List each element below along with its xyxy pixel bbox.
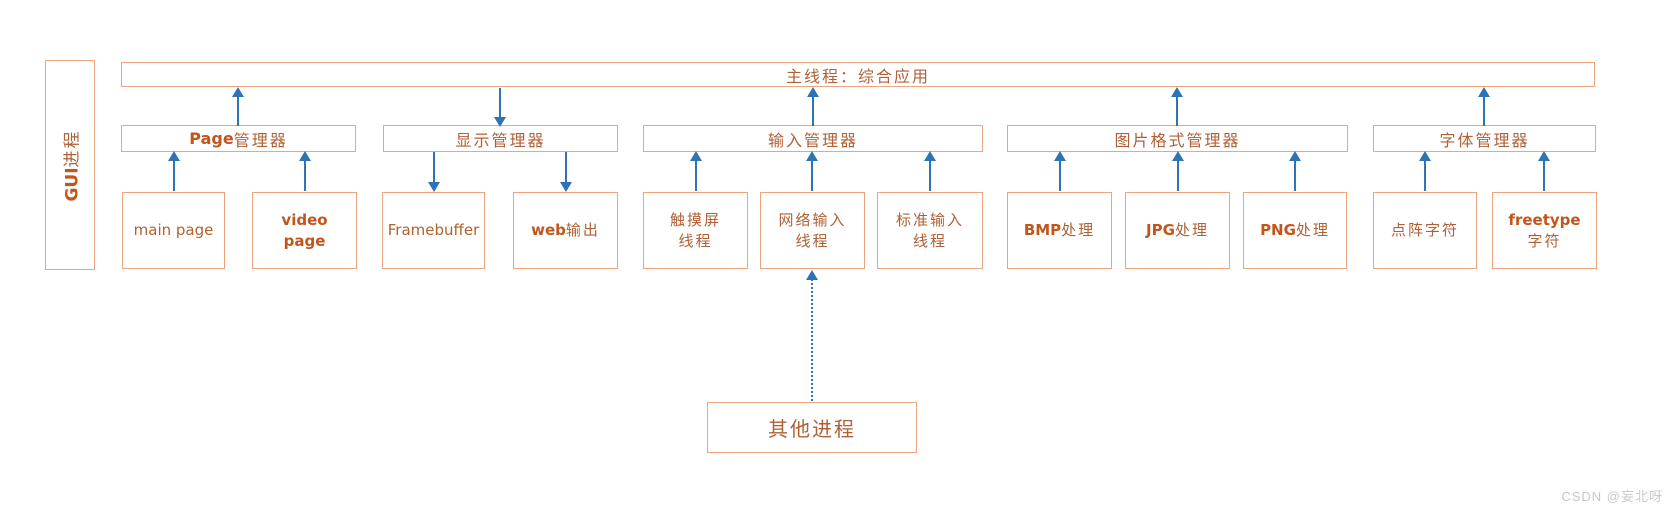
gui-process-label: GUI进程 — [58, 129, 83, 201]
arrow-display-manager-to-framebuffer — [428, 152, 440, 192]
box-video-page: video page — [252, 192, 357, 269]
arrow-font-manager-to-main-thread — [1478, 87, 1490, 126]
box-bmp-handler: BMP处理 — [1007, 192, 1112, 269]
touchscreen-thread-label-line2: 线程 — [678, 231, 713, 250]
arrow-png-to-image-manager — [1289, 151, 1301, 191]
arrow-video-page-to-page-manager — [299, 151, 311, 191]
arrow-bitmap-font-to-font-manager — [1419, 151, 1431, 191]
main-thread-label: 主线程：综合应用 — [785, 66, 930, 86]
png-label-en: PNG — [1260, 221, 1296, 239]
web-output-label-cn: 输出 — [565, 221, 600, 239]
arrow-input-manager-to-main-thread — [807, 87, 819, 126]
other-process-box: 其他进程 — [707, 402, 917, 453]
page-manager-label-cn: 管理器 — [233, 130, 288, 150]
network-input-thread-label-line1: 网络输入 — [778, 210, 847, 229]
arrow-image-manager-to-main-thread — [1171, 87, 1183, 126]
freetype-font-label-line1: freetype — [1508, 210, 1581, 229]
arrow-main-thread-to-display-manager — [494, 88, 506, 127]
jpg-label-cn: 处理 — [1174, 221, 1209, 239]
image-format-manager-label: 图片格式管理器 — [1114, 130, 1241, 150]
stdin-thread-label-line2: 线程 — [912, 231, 947, 250]
box-web-output: web输出 — [513, 192, 618, 269]
box-stdin-thread: 标准输入 线程 — [877, 192, 983, 269]
stdin-thread-label-line1: 标准输入 — [895, 210, 964, 229]
png-label-cn: 处理 — [1295, 221, 1330, 239]
font-manager-box: 字体管理器 — [1373, 125, 1596, 152]
box-jpg-handler: JPG处理 — [1125, 192, 1230, 269]
box-png-handler: PNG处理 — [1243, 192, 1347, 269]
box-touchscreen-thread: 触摸屏 线程 — [643, 192, 748, 269]
framebuffer-label: Framebuffer — [387, 221, 480, 239]
bmp-label-en: BMP — [1023, 221, 1062, 239]
font-manager-label: 字体管理器 — [1439, 130, 1530, 150]
box-main-page: main page — [122, 192, 225, 269]
arrow-stdin-to-input-manager — [924, 151, 936, 191]
input-manager-box: 输入管理器 — [643, 125, 983, 152]
gui-process-label-en: GUI — [62, 166, 83, 202]
arrow-bmp-to-image-manager — [1054, 151, 1066, 191]
main-thread-bar: 主线程：综合应用 — [121, 62, 1595, 87]
image-format-manager-box: 图片格式管理器 — [1007, 125, 1348, 152]
display-manager-label: 显示管理器 — [455, 130, 546, 150]
arrow-other-process-to-network-input — [806, 270, 818, 401]
web-output-label-en: web — [531, 221, 566, 239]
freetype-font-label-line2: 字符 — [1527, 231, 1562, 250]
main-page-label: main page — [133, 221, 214, 239]
arrow-freetype-to-font-manager — [1538, 151, 1550, 191]
display-manager-box: 显示管理器 — [383, 125, 618, 152]
bitmap-font-label: 点阵字符 — [1390, 221, 1459, 239]
arrow-main-page-to-page-manager — [168, 151, 180, 191]
video-page-label-line2: page — [283, 231, 326, 250]
arrow-network-input-to-input-manager — [806, 151, 818, 191]
touchscreen-thread-label-line1: 触摸屏 — [669, 210, 721, 229]
arrow-jpg-to-image-manager — [1172, 151, 1184, 191]
watermark: CSDN @妄北呀 — [1561, 489, 1663, 504]
box-network-input-thread: 网络输入 线程 — [760, 192, 865, 269]
box-freetype-font: freetype 字符 — [1492, 192, 1597, 269]
jpg-label-en: JPG — [1146, 221, 1175, 239]
input-manager-label: 输入管理器 — [767, 130, 858, 150]
bmp-label-cn: 处理 — [1061, 221, 1096, 239]
arrow-page-manager-to-main-thread — [232, 87, 244, 126]
box-bitmap-font: 点阵字符 — [1373, 192, 1477, 269]
arrow-display-manager-to-web-output — [560, 152, 572, 192]
other-process-label: 其他进程 — [768, 417, 856, 441]
network-input-thread-label-line2: 线程 — [795, 231, 830, 250]
arrow-touchscreen-to-input-manager — [690, 151, 702, 191]
video-page-label-line1: video — [281, 210, 328, 229]
page-manager-label-en: Page — [189, 129, 234, 148]
gui-process-label-cn: 进程 — [62, 128, 83, 167]
box-framebuffer: Framebuffer — [382, 192, 485, 269]
gui-process-box: GUI进程 — [45, 60, 95, 270]
